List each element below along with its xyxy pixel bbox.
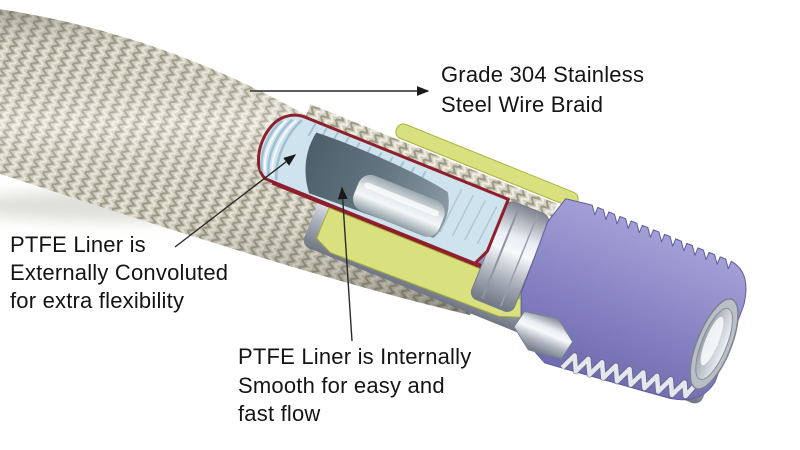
bore-opening xyxy=(689,298,739,390)
leader-line-external-convoluted xyxy=(174,154,297,248)
fitting-nut xyxy=(513,198,747,401)
label-external-line3: for extra flexibility xyxy=(10,288,185,313)
leader-line-internal-smooth xyxy=(337,186,353,342)
label-braid: Grade 304 Stainless Steel Wire Braid xyxy=(441,60,644,120)
label-internal-line1: PTFE Liner is Internally xyxy=(238,344,472,369)
nut-hex-flat xyxy=(513,310,574,360)
liner-convolutions xyxy=(260,118,303,181)
fitting-threads xyxy=(560,353,698,399)
label-braid-line1: Grade 304 Stainless xyxy=(441,62,645,87)
label-external-line1: PTFE Liner is xyxy=(10,232,146,257)
label-internal-line2: Smooth for easy and xyxy=(238,372,445,398)
label-external-line2: Externally Convoluted xyxy=(10,260,229,285)
ptfe-liner-cutaway xyxy=(257,113,510,265)
label-braid-line2: Steel Wire Braid xyxy=(441,92,604,117)
liner-segment-lines xyxy=(439,188,498,245)
fitting-assembly xyxy=(257,104,747,404)
braid-clamped-strip xyxy=(305,104,558,217)
label-external-convoluted: PTFE Liner is Externally Convoluted for … xyxy=(10,231,228,315)
label-internal-smooth: PTFE Liner is Internally Smooth for easy… xyxy=(238,343,471,429)
label-internal-line3: fast flow xyxy=(238,401,321,426)
